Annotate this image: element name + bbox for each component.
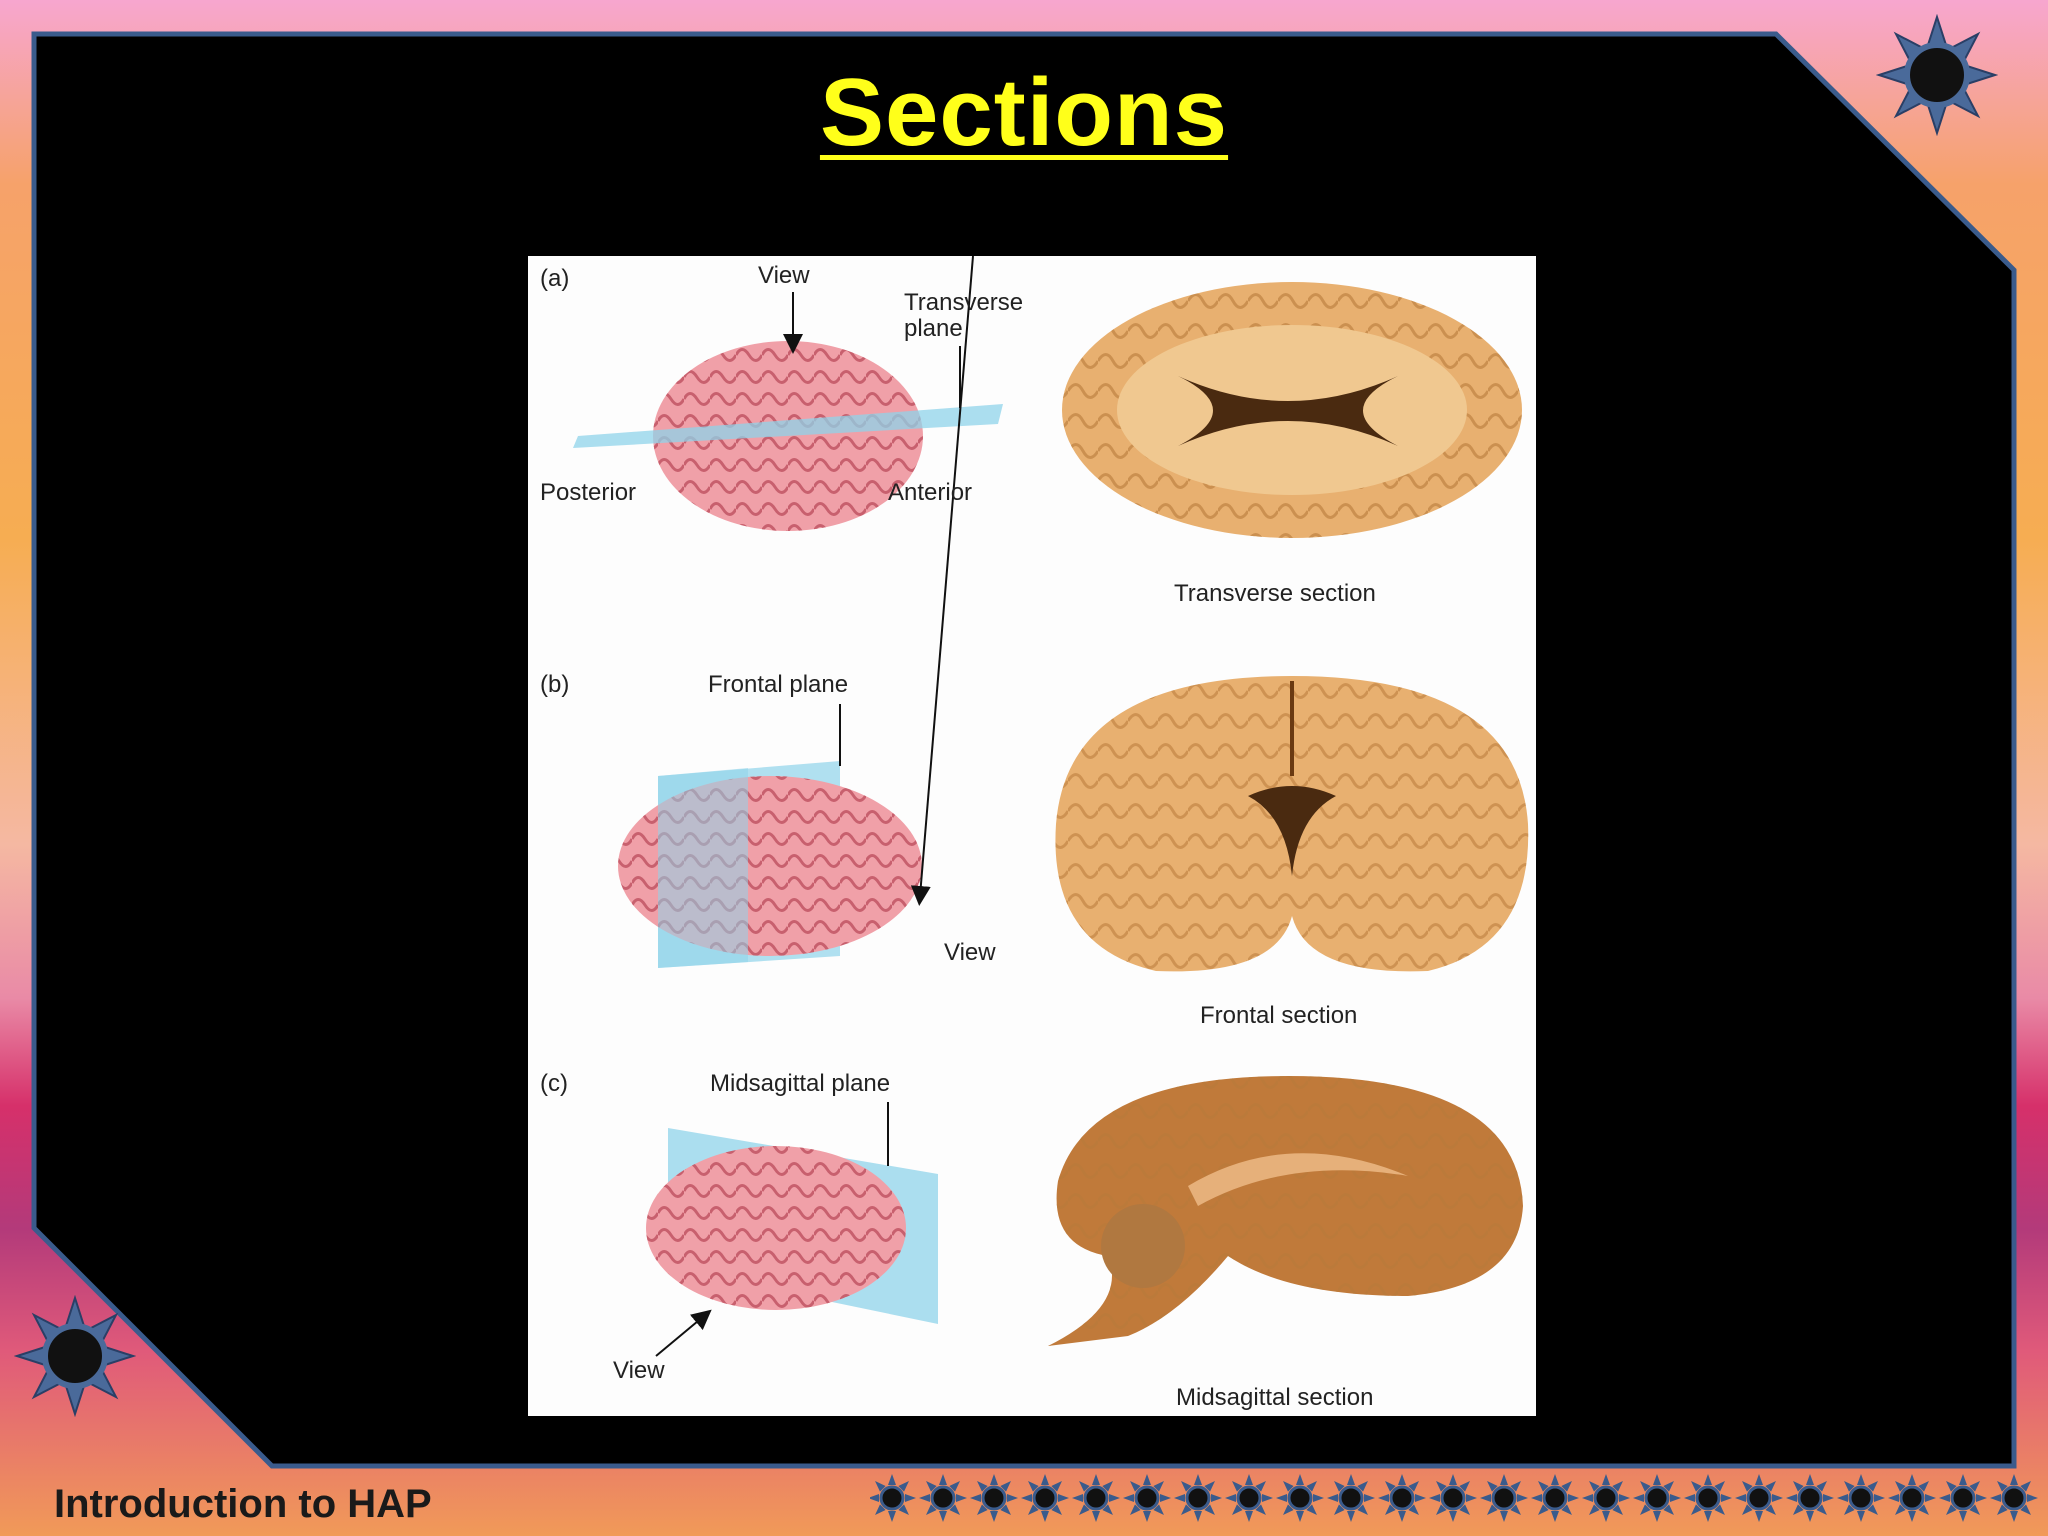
sun-icon [1684,1474,1732,1522]
sun-icon [970,1474,1018,1522]
sun-icon [1123,1474,1171,1522]
transverse-section-caption: Transverse section [1174,580,1376,607]
panel-b-letter: (b) [540,671,569,698]
sun-icon [1876,14,1998,136]
panel-c-letter: (c) [540,1070,568,1097]
panel-c-view-label: View [613,1357,665,1384]
sun-icon [1378,1474,1426,1522]
sun-icon [1072,1474,1120,1522]
panel-a [573,282,1522,538]
brain-sections-figure: (a) View Transverse plane Posterior Ante… [528,256,1536,1416]
sun-icon [1021,1474,1069,1522]
sun-icon [14,1295,136,1417]
sun-icon [870,1474,916,1522]
footer-text: Introduction to HAP [54,1482,432,1526]
sun-icon [1225,1474,1273,1522]
sun-icon [1582,1474,1630,1522]
brain-illustration-midsagittal [646,1128,938,1324]
panel-c [646,1076,1523,1357]
frontal-plane-label: Frontal plane [708,671,848,698]
panel-b [618,256,1529,972]
panel-a-plane-label-2: plane [904,315,963,342]
sun-icon [1531,1474,1579,1522]
posterior-label: Posterior [540,479,636,506]
anterior-label: Anterior [888,479,972,506]
panel-a-letter: (a) [540,265,569,292]
panel-b-view-label: View [944,939,996,966]
sun-icon [1786,1474,1834,1522]
sun-icon [1735,1474,1783,1522]
sun-icon [1429,1474,1477,1522]
brain-illustration-transverse [573,341,1003,531]
panel-a-plane-label-1: Transverse [904,289,1023,316]
sun-icon [1480,1474,1528,1522]
sun-border [870,1474,2038,1522]
sun-icon [1327,1474,1375,1522]
sun-icon [1633,1474,1681,1522]
sun-icon [1888,1474,1936,1522]
sun-icon [1939,1474,1987,1522]
brain-illustration-frontal [618,761,922,968]
midsagittal-plane-label: Midsagittal plane [710,1070,890,1097]
sun-icon [1276,1474,1324,1522]
panel-a-view-label: View [758,262,810,289]
frontal-section-photo [1055,676,1529,972]
midsagittal-section-caption: Midsagittal section [1176,1384,1373,1411]
frontal-section-caption: Frontal section [1200,1002,1357,1029]
sun-icon [1837,1474,1885,1522]
sun-icon [1990,1474,2038,1522]
transverse-section-photo [1062,282,1522,538]
midsagittal-section-photo [1048,1076,1523,1346]
sun-icon [919,1474,967,1522]
sun-icon [1174,1474,1222,1522]
slide-title: Sections [819,59,1229,166]
